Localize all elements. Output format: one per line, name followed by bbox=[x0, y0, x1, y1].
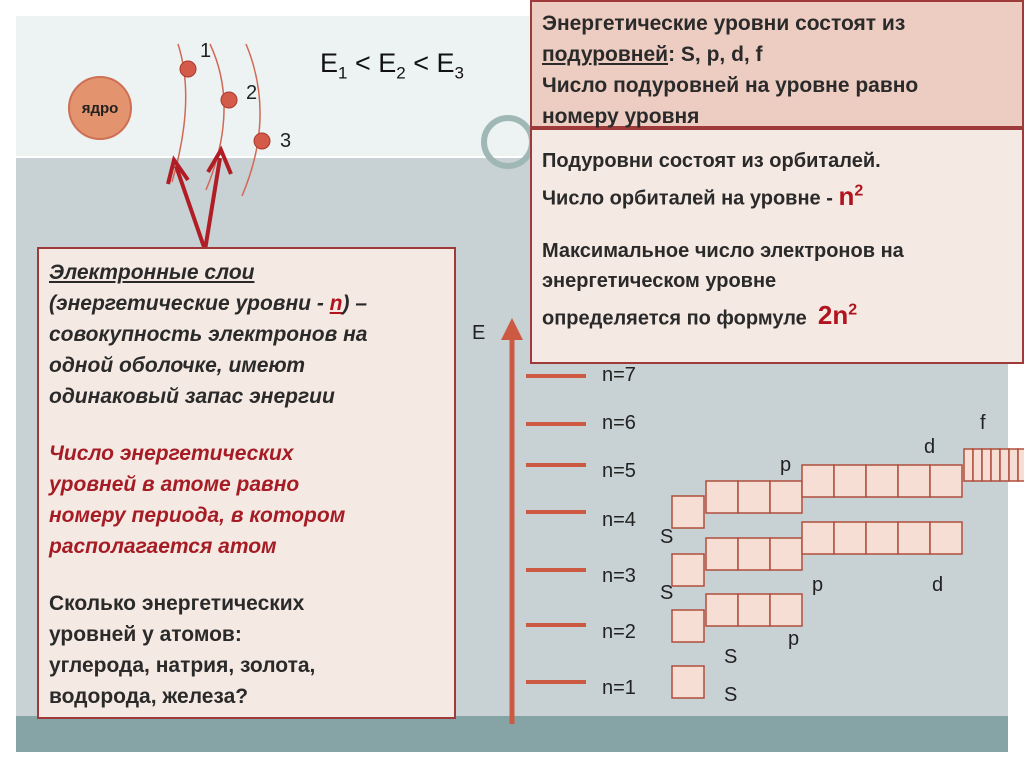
orbital-cell-3p bbox=[737, 537, 771, 571]
orbital-cell-4f bbox=[972, 448, 983, 482]
orbital-cell-3p bbox=[769, 537, 803, 571]
orbital-cell-4d bbox=[865, 464, 899, 498]
level-label-n7: n=7 bbox=[602, 364, 636, 386]
orbital-cell-4p bbox=[769, 480, 803, 514]
sublabel-n4-p: p bbox=[780, 454, 792, 476]
sublabel-n1-s: S bbox=[724, 684, 738, 706]
energy-equation: E1 < E2 < E3 bbox=[320, 48, 465, 83]
orbital-cell-4d bbox=[801, 464, 835, 498]
sublabel-n3-d: d bbox=[932, 574, 944, 596]
electron-1 bbox=[179, 60, 197, 78]
orbital-cell-3d bbox=[833, 521, 867, 555]
orbital-cell-4d bbox=[929, 464, 963, 498]
orbital-cell-4f bbox=[990, 448, 1001, 482]
rule-paragraph: Число энергетических уровней в атоме рав… bbox=[49, 442, 346, 558]
orbital-cell-3d bbox=[929, 521, 963, 555]
sublabel-n3-p: p bbox=[812, 574, 824, 596]
orbital-cell-4p bbox=[705, 480, 739, 514]
energy-axis-arrowhead bbox=[501, 318, 523, 340]
orbital-cell-4d bbox=[833, 464, 867, 498]
orbital-cell-2p bbox=[705, 593, 739, 627]
orbital-cell-4f bbox=[981, 448, 992, 482]
orbital-cell-4s bbox=[671, 495, 705, 529]
orbital-cell-4f bbox=[1017, 448, 1024, 482]
sublabel-n4-s: S bbox=[660, 526, 674, 548]
energy-axis-label: E bbox=[472, 322, 486, 344]
orbitals-box: Подуровни состоят из орбиталей. Число ор… bbox=[530, 128, 1024, 364]
arrow-head-right bbox=[206, 145, 233, 175]
nucleus-label: ядро bbox=[81, 99, 119, 117]
level-label-n5: n=5 bbox=[602, 460, 636, 482]
electron-2 bbox=[220, 91, 238, 109]
orbital-cell-4f bbox=[999, 448, 1010, 482]
orbital-cell-3d bbox=[865, 521, 899, 555]
definition-paragraph: Электронные слои (энергетические уровни … bbox=[49, 261, 368, 408]
sublabel-n3-s: S bbox=[660, 582, 674, 604]
orbital-cell-2p bbox=[737, 593, 771, 627]
arrow-line-left bbox=[174, 165, 207, 251]
shell-arc-2 bbox=[205, 43, 225, 191]
orbital-cell-4f bbox=[963, 448, 974, 482]
orbital-cell-4p bbox=[737, 480, 771, 514]
shell-number-2: 2 bbox=[246, 82, 258, 104]
sublabel-n4-f: f bbox=[980, 412, 986, 434]
level-label-n4: n=4 bbox=[602, 509, 636, 531]
shell-arc-3 bbox=[241, 43, 261, 197]
level-label-n2: n=2 bbox=[602, 621, 636, 643]
level-label-n1: n=1 bbox=[602, 677, 636, 699]
sublabel-n2-s: S bbox=[724, 646, 738, 668]
shell-number-3: 3 bbox=[280, 130, 292, 152]
orbital-cell-3d bbox=[897, 521, 931, 555]
orbital-cell-2p bbox=[769, 593, 803, 627]
sublabel-n4-d: d bbox=[924, 436, 936, 458]
arrow-line-right bbox=[203, 157, 222, 251]
formula-n-squared: n2 bbox=[838, 180, 864, 211]
electron-layers-box: Электронные слои (энергетические уровни … bbox=[37, 247, 456, 719]
electron-3 bbox=[253, 132, 271, 150]
orbital-cell-3d bbox=[801, 521, 835, 555]
orbital-cell-3p bbox=[705, 537, 739, 571]
top-divider bbox=[16, 156, 1008, 158]
shell-number-1: 1 bbox=[200, 40, 212, 62]
orbital-cell-1s bbox=[671, 665, 705, 699]
sublevels-box: Энергетические уровни состоят из подуров… bbox=[530, 0, 1024, 128]
orbital-cell-2s bbox=[671, 609, 705, 643]
nucleus: ядро bbox=[68, 76, 132, 140]
level-label-n6: n=6 bbox=[602, 412, 636, 434]
orbital-cell-4d bbox=[897, 464, 931, 498]
arrow-head-left bbox=[166, 155, 190, 185]
formula-2n-squared: 2n2 bbox=[817, 300, 858, 331]
orbital-cell-4f bbox=[1008, 448, 1019, 482]
question-paragraph: Сколько энергетических уровней у атомов:… bbox=[49, 592, 316, 708]
level-label-n3: n=3 bbox=[602, 565, 636, 587]
orbital-cell-3s bbox=[671, 553, 705, 587]
sublabel-n2-p: p bbox=[788, 628, 800, 650]
